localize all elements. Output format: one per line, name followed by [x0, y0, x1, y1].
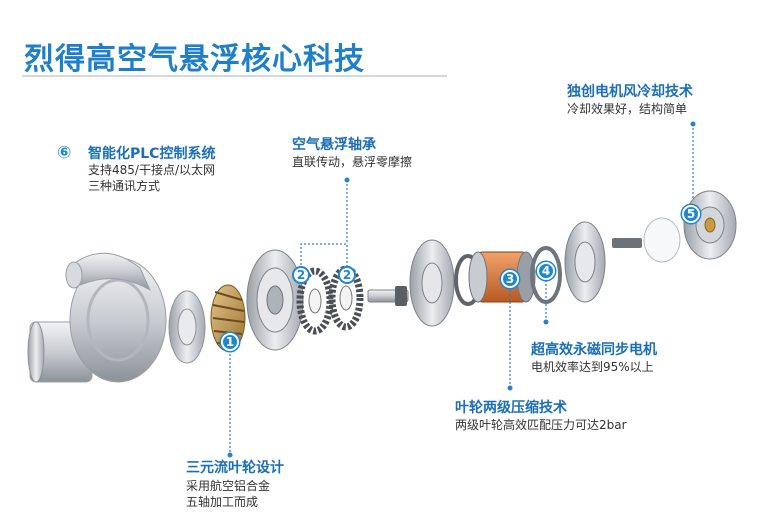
seal-plate	[168, 290, 206, 364]
bearing-housing	[246, 249, 304, 351]
shaft	[367, 286, 409, 306]
impeller-desc-1: 采用航空铝合金	[186, 479, 271, 493]
air-bearing-title: 空气悬浮轴承	[292, 137, 376, 153]
page-title: 烈得高空气悬浮核心科技	[24, 42, 365, 77]
marker-motor: 4	[537, 262, 555, 280]
cooling-fan	[643, 190, 737, 263]
volute-housing	[27, 252, 167, 383]
marker-fan-cooling: 5	[682, 205, 700, 223]
compression-desc: 两级叶轮高效匹配压力可达2bar	[455, 418, 627, 432]
air-bearing-desc: 直联传动，悬浮零摩擦	[292, 155, 413, 169]
marker-air-bearing-b: 2	[338, 266, 356, 284]
fan-cooling-desc: 冷却效果好，结构简单	[567, 102, 688, 116]
leader-lines	[229, 124, 694, 455]
motor-desc: 电机效率达到95%以上	[531, 360, 654, 374]
title-divider	[22, 75, 447, 77]
impeller-desc-2: 五轴加工而成	[186, 495, 259, 509]
compression-title: 叶轮两级压缩技术	[455, 400, 567, 416]
marker-impeller: 1	[221, 333, 239, 351]
air-bearing-discs	[296, 265, 364, 335]
leader-dots	[227, 121, 696, 458]
motor-title: 超高效永磁同步电机	[531, 342, 657, 358]
marker-air-bearing-a: 2	[292, 266, 310, 284]
plc-number: ⑥	[57, 143, 72, 163]
plc-desc-2: 三种通讯方式	[88, 179, 161, 193]
plc-title: 智能化PLC控制系统	[88, 146, 216, 162]
marker-compression: 3	[501, 270, 519, 288]
motor-housing	[564, 221, 642, 303]
impeller-title: 三元流叶轮设计	[186, 460, 284, 476]
fan-cooling-title: 独创电机风冷却技术	[567, 84, 693, 100]
plc-desc-1: 支持485/干接点/以太网	[88, 163, 215, 177]
impeller	[210, 284, 246, 352]
